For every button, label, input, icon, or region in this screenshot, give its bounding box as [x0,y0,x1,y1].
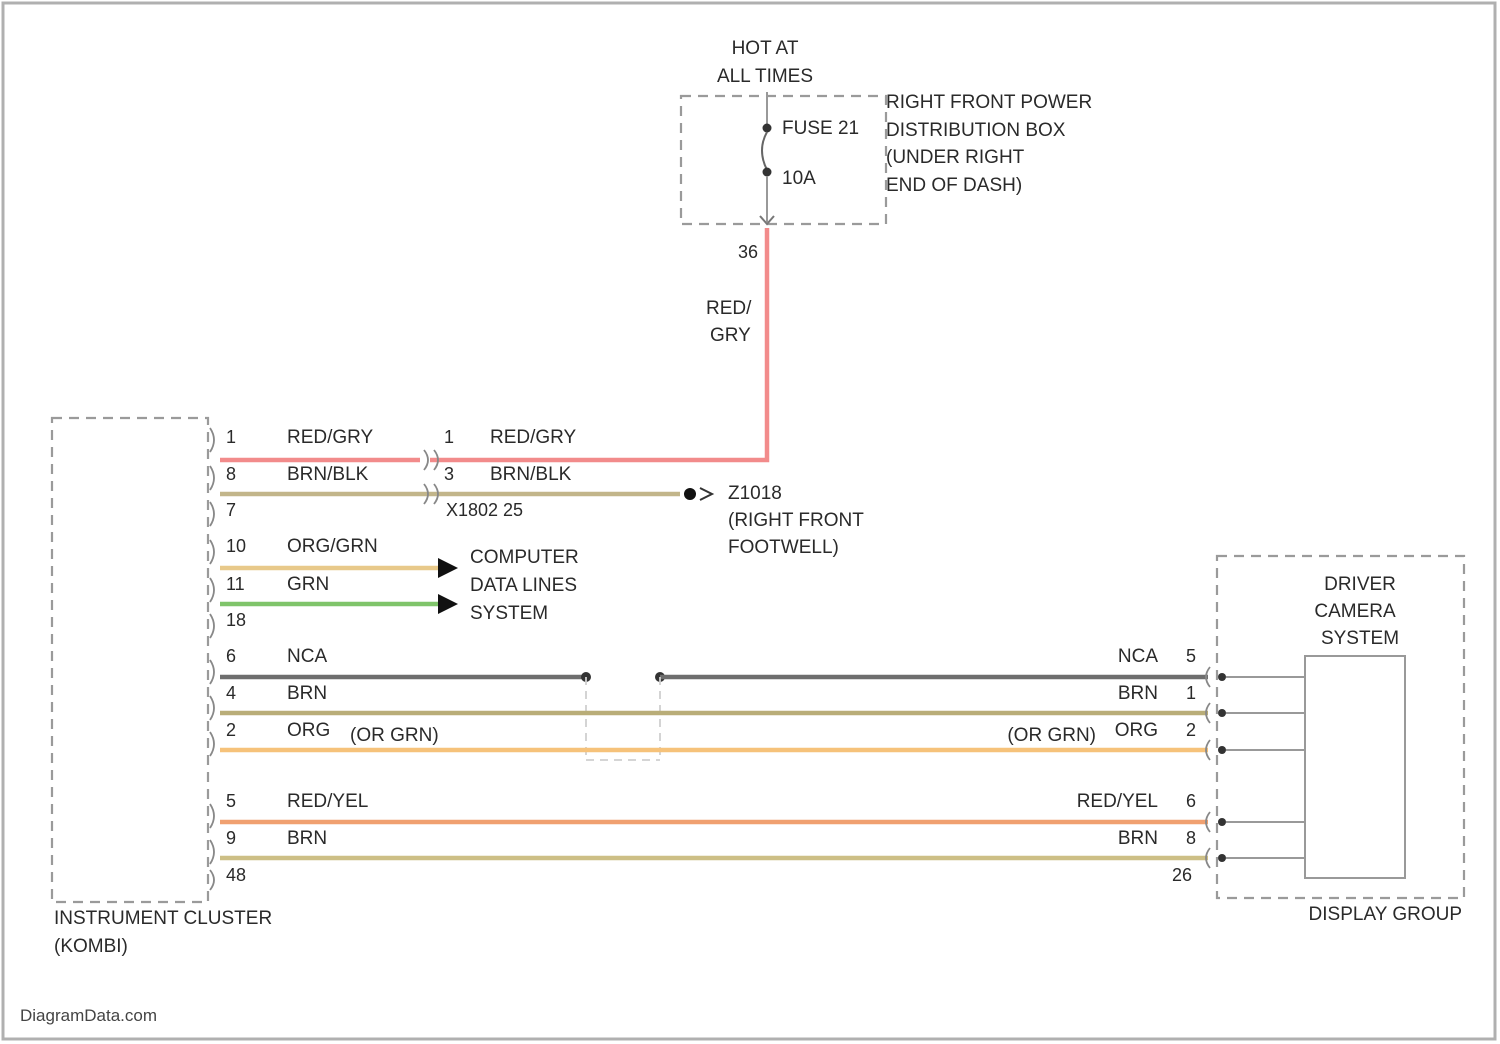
camera-name-line3: SYSTEM [1321,628,1399,649]
nca-left-label: NCA [287,646,327,667]
data-lines-label-line3: SYSTEM [470,603,548,624]
display-group-name: DISPLAY GROUP [1309,904,1462,925]
camera-terminal-4 [1218,818,1226,826]
ground-location-line2: FOOTWELL) [728,537,839,558]
camera-terminal-5 [1218,854,1226,862]
inline-pin-1: 1 [444,427,454,447]
org-grn-label: ORG/GRN [287,536,378,557]
camera-pin-2: 2 [1186,720,1196,740]
nca-right-label: NCA [1118,646,1158,667]
brn-left-label-2: BRN [287,828,327,849]
fuse-terminal-top [763,124,772,133]
ground-id: Z1018 [728,483,782,504]
camera-pin-6: 6 [1186,791,1196,811]
brn-right-label-2: BRN [1118,828,1158,849]
cluster-pin-1: 1 [226,427,236,447]
cluster-pin-9: 9 [226,828,236,848]
cluster-pin-11: 11 [226,574,245,594]
cluster-red-gry-label: RED/GRY [287,427,374,448]
red-yel-right-label: RED/YEL [1077,791,1158,812]
camera-pin-1: 1 [1186,683,1196,703]
data-lines-label-line2: DATA LINES [470,575,577,596]
watermark: DiagramData.com [20,1006,157,1025]
cluster-pin-2: 2 [226,720,236,740]
fuse-box-name-line4: END OF DASH) [886,175,1022,196]
fuse-box-name-line1: RIGHT FRONT POWER [886,92,1092,113]
inline-brn-blk-label: BRN/BLK [490,464,572,485]
fuse-rating: 10A [782,168,816,189]
ground-location-line1: (RIGHT FRONT [728,510,864,531]
cluster-pin-4: 4 [226,683,236,703]
ground-splice-icon [684,488,696,500]
fuse-box-name-line3: (UNDER RIGHT [886,147,1025,168]
camera-module-box [1305,656,1405,878]
camera-pin-5: 5 [1186,646,1196,666]
cluster-pin-5: 5 [226,791,236,811]
inline-red-gry-label: RED/GRY [490,427,577,448]
org-left-label: ORG [287,720,330,741]
camera-pin-8: 8 [1186,828,1196,848]
fuse-box-name-line2: DISTRIBUTION BOX [886,120,1066,141]
cluster-brn-blk-label: BRN/BLK [287,464,369,485]
camera-name-line2: CAMERA [1314,601,1396,622]
cluster-pin-18: 18 [226,610,246,630]
source-label-line2: ALL TIMES [717,66,813,87]
inline-connector-name: X1802 25 [446,500,523,520]
fuse-name: FUSE 21 [782,118,859,139]
cluster-pin-8: 8 [226,464,236,484]
camera-pin-26: 26 [1172,865,1192,885]
org-right-note: (OR GRN) [1007,725,1096,746]
grn-label: GRN [287,574,329,595]
org-left-note: (OR GRN) [350,725,439,746]
cluster-pin-7: 7 [226,500,236,520]
camera-terminal-2 [1218,709,1226,717]
camera-terminal-3 [1218,746,1226,754]
brn-left-label-1: BRN [287,683,327,704]
camera-name-line1: DRIVER [1324,574,1396,595]
org-right-label: ORG [1115,720,1158,741]
cluster-pin-6: 6 [226,646,236,666]
data-lines-label-line1: COMPUTER [470,547,579,568]
camera-terminal-1 [1218,673,1226,681]
cluster-name-line2: (KOMBI) [54,936,128,957]
red-yel-left-label: RED/YEL [287,791,368,812]
feed-wire-color-line2: GRY [710,325,751,346]
inline-pin-3: 3 [444,464,454,484]
cluster-pin-48: 48 [226,865,246,885]
feed-wire-color-line1: RED/ [706,298,752,319]
fuse-terminal-bottom [763,168,772,177]
cluster-name-line1: INSTRUMENT CLUSTER [54,908,272,929]
source-label-line1: HOT AT [732,38,799,59]
cluster-pin-10: 10 [226,536,246,556]
brn-right-label-1: BRN [1118,683,1158,704]
fuse-box-pin: 36 [738,242,758,262]
